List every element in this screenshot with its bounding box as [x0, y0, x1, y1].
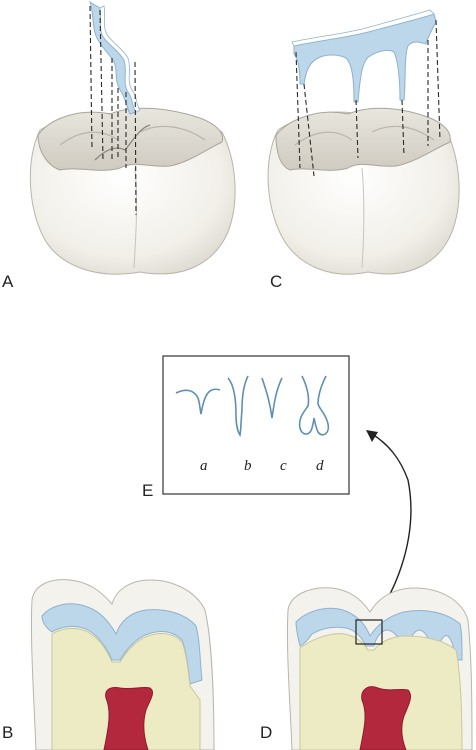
panel-e-inset: a b c d E [142, 355, 350, 500]
panel-label-e: E [142, 481, 153, 500]
occlusal-surface-a [37, 107, 224, 171]
pulp-d [359, 686, 411, 750]
panel-a: A [2, 0, 236, 291]
occlusal-surface-c [275, 107, 451, 171]
panel-c: C [267, 9, 460, 291]
panel-label-b: B [2, 723, 13, 742]
panel-label-d: D [260, 723, 272, 742]
fissure-type-d-shape [298, 375, 330, 436]
occlusal-fissure-a [94, 124, 151, 161]
pulp-b [103, 686, 153, 750]
fissure-label-a: a [200, 458, 208, 474]
sealant-strip-a [89, 0, 137, 115]
panel-label-a: A [2, 272, 14, 291]
sealant-sheet-c [293, 13, 437, 103]
fissure-type-b-shape [227, 375, 249, 438]
panel-d: D [260, 587, 473, 750]
fissure-type-a-shape [175, 388, 221, 415]
fissure-label-b: b [244, 458, 252, 474]
sealant-layer-d [295, 607, 463, 661]
panel-label-c: C [270, 272, 282, 291]
fissure-label-c: c [280, 458, 287, 474]
panel-b: B [2, 579, 215, 750]
detail-box-d [355, 619, 383, 645]
inset-frame [162, 355, 350, 495]
fissure-type-c-shape [261, 377, 283, 419]
fissure-label-d: d [316, 458, 324, 474]
